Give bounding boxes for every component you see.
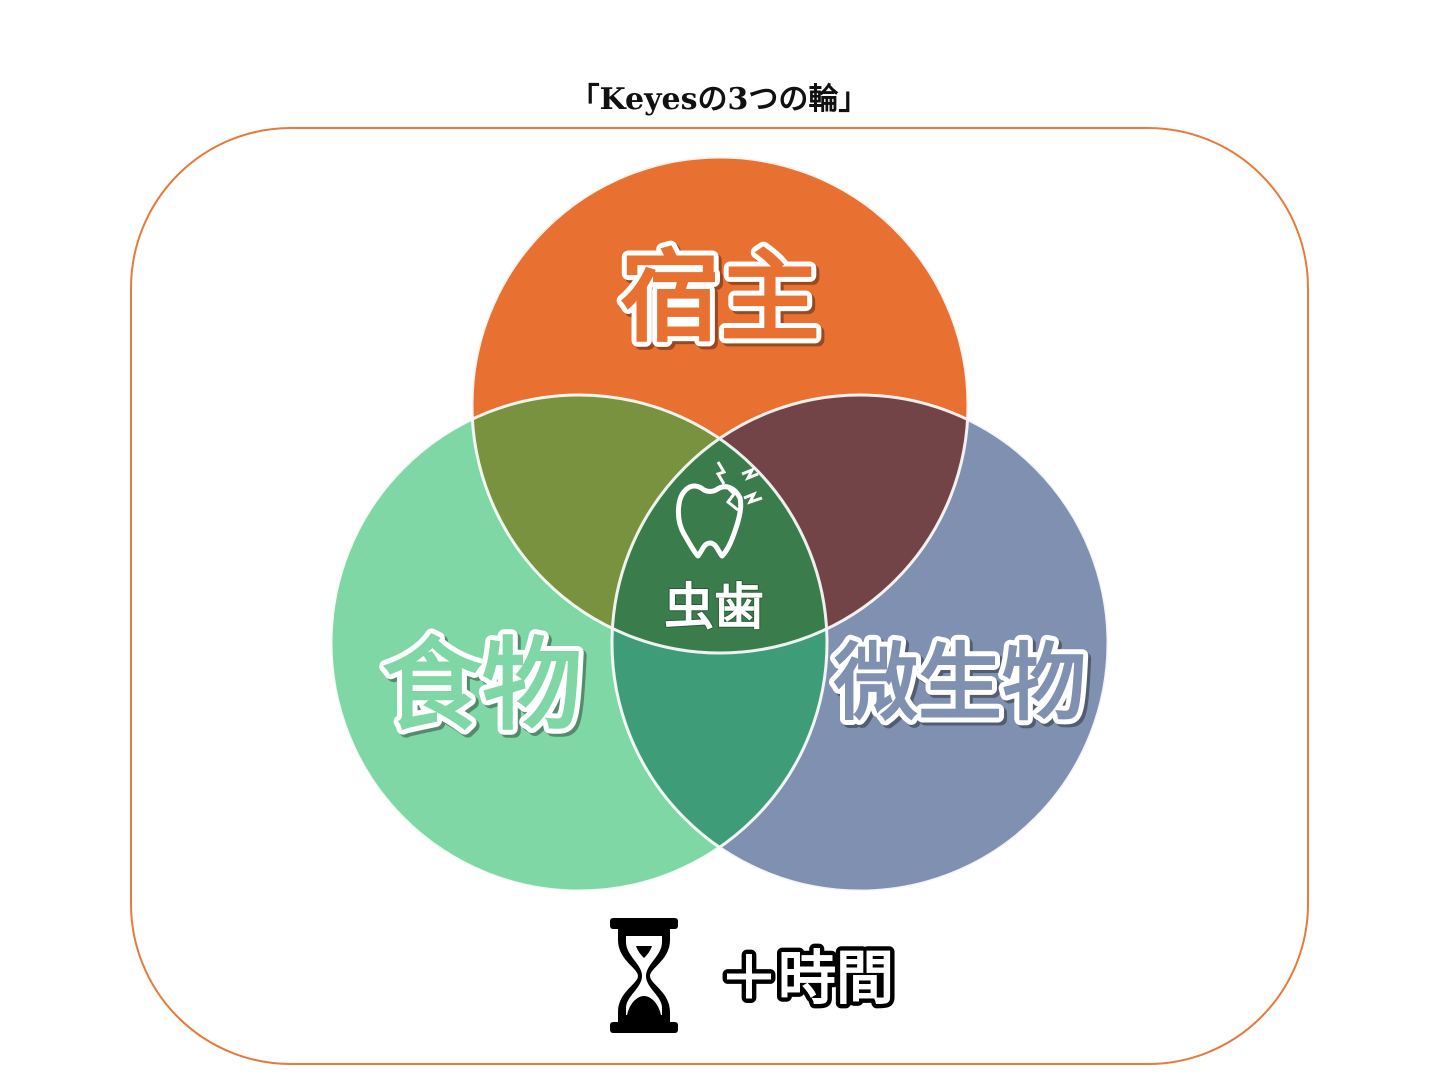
- food-label: 食物: [382, 627, 582, 744]
- host-label: 宿主: [620, 239, 820, 356]
- diagram-title: 「Keyesの3つの輪」: [569, 82, 869, 117]
- time-label-fill: ＋時間: [720, 944, 894, 1012]
- time-label: ＋時間: [720, 944, 894, 1012]
- center-label: 虫歯: [664, 578, 764, 636]
- tooth-decay-icon: [676, 461, 763, 559]
- center-overlap: [612, 395, 827, 653]
- hourglass-icon: [610, 918, 678, 1033]
- microbe-label: 微生物: [833, 634, 1086, 732]
- outer-frame: [130, 127, 1309, 1065]
